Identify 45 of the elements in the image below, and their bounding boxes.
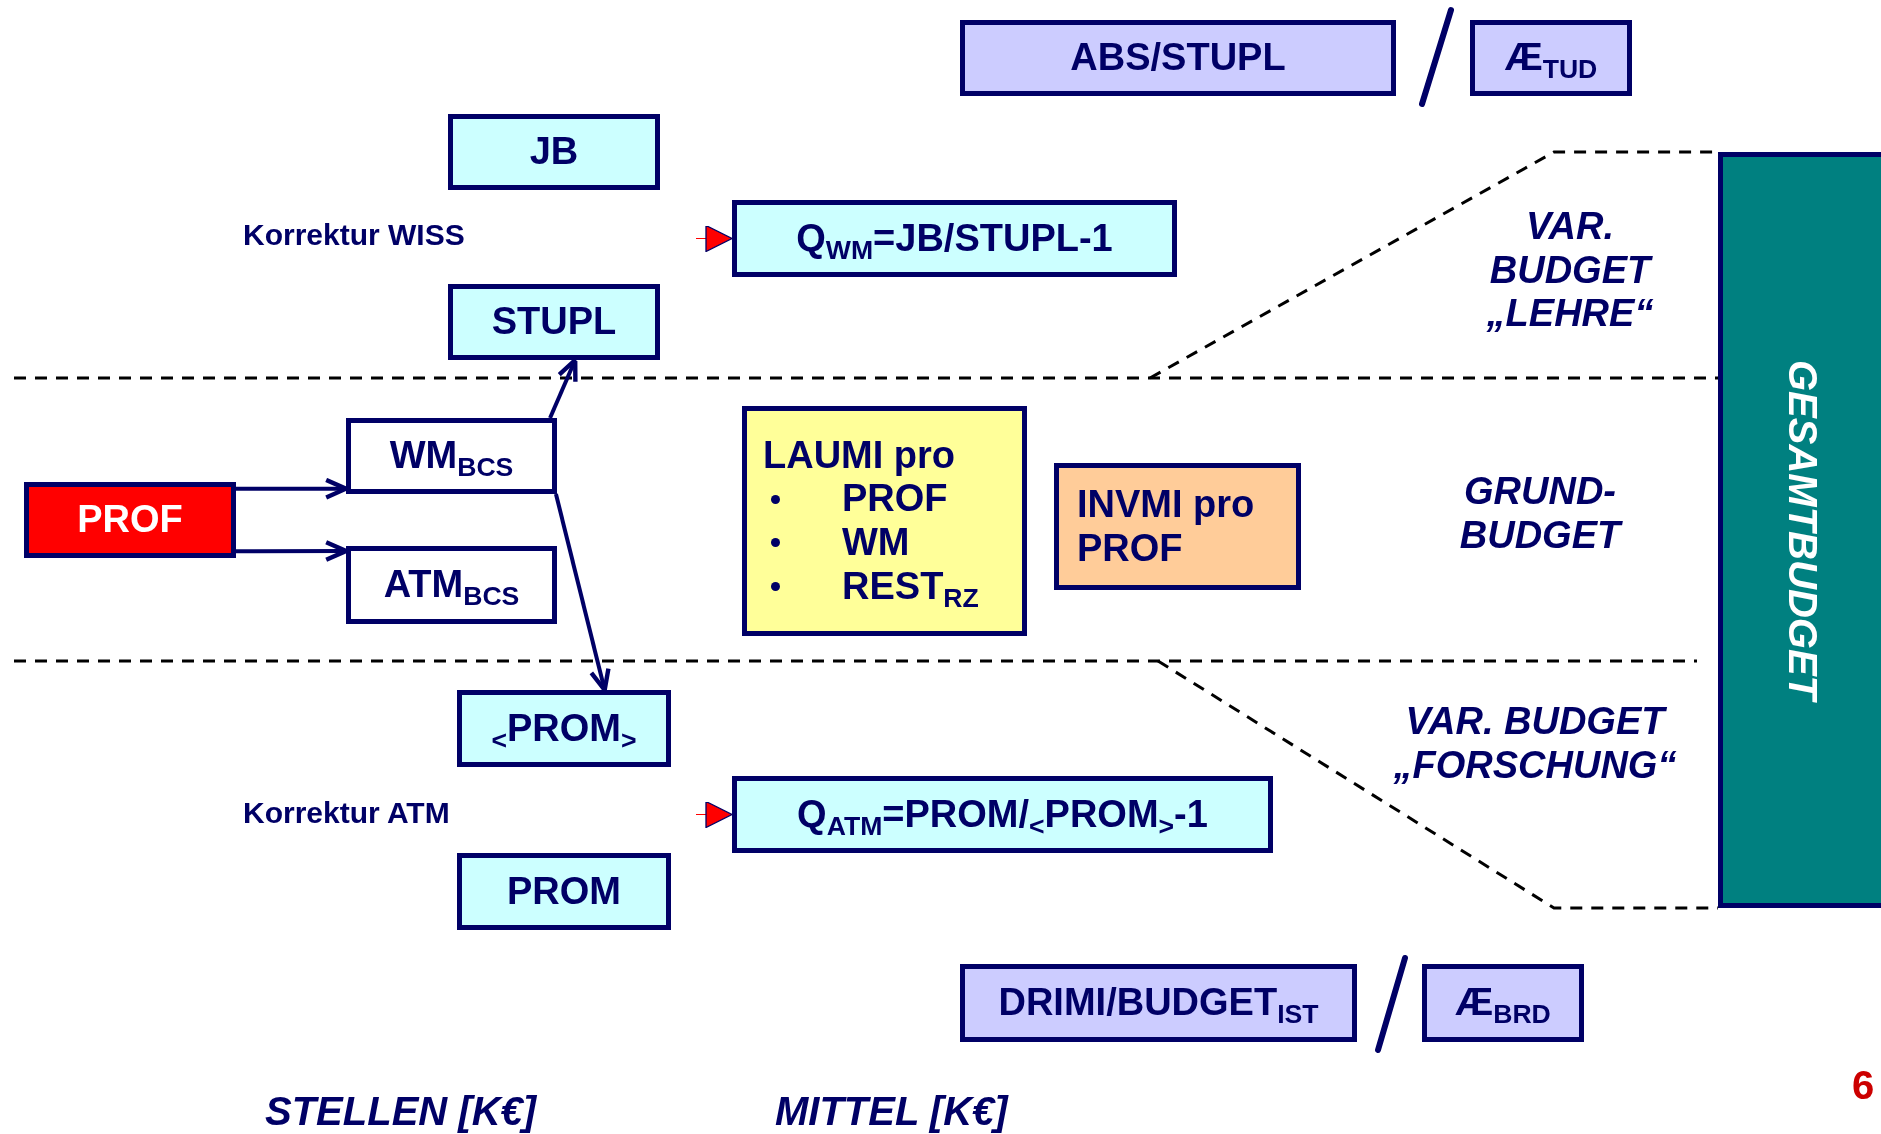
box-label: Æ$_{BRD}$ bbox=[1455, 981, 1551, 1025]
box-label: JB bbox=[529, 130, 579, 174]
process-box bbox=[448, 284, 660, 360]
box-label: INVMI pro PROF bbox=[1077, 482, 1256, 571]
list-item: PROF bbox=[842, 477, 948, 521]
pointer-arrow bbox=[695, 800, 733, 829]
text-label: Korrektur WISS bbox=[243, 218, 466, 253]
box-label: Æ$_{TUD}$ bbox=[1504, 36, 1598, 80]
process-box bbox=[1422, 964, 1584, 1042]
box-label: WM$_{BCS}$ bbox=[389, 434, 514, 478]
pointer-arrow bbox=[695, 224, 733, 253]
text-label: VAR. BUDGET „FORSCHUNG“ bbox=[1392, 700, 1678, 788]
process-box bbox=[732, 776, 1273, 853]
box-label: $_{<}$PROM$_{>}$ bbox=[491, 706, 637, 751]
box-label: ABS/STUPL bbox=[1070, 36, 1286, 80]
process-box bbox=[448, 114, 660, 190]
box-label: STUPL bbox=[491, 300, 617, 344]
note-box bbox=[1054, 463, 1301, 590]
process-box bbox=[346, 546, 557, 624]
text-label: VAR. BUDGET „LEHRE“ bbox=[1485, 205, 1655, 337]
process-box bbox=[1470, 20, 1632, 96]
list-box bbox=[742, 406, 1027, 636]
process-box bbox=[346, 418, 557, 494]
text-label: MITTEL [K€] bbox=[775, 1088, 1010, 1134]
process-box bbox=[457, 690, 671, 767]
box-label: Q$_{WM}$=JB/STUPL-1 bbox=[796, 216, 1113, 261]
box-label: ATM$_{BCS}$ bbox=[383, 563, 520, 607]
process-box bbox=[960, 964, 1357, 1042]
process-box bbox=[457, 853, 671, 930]
process-box bbox=[960, 20, 1396, 96]
list-item: WM bbox=[842, 521, 910, 565]
total-bar bbox=[1718, 152, 1881, 908]
text-label: GRUND-BUDGET bbox=[1458, 470, 1624, 558]
box-heading: LAUMI pro bbox=[763, 433, 956, 478]
list-item: REST$_{RZ}$ bbox=[842, 564, 979, 609]
text-label: Korrektur ATM bbox=[243, 796, 451, 831]
box-label: DRIMI/BUDGET$_{IST}$ bbox=[998, 981, 1319, 1025]
page-number: 6 bbox=[1852, 1062, 1876, 1108]
text-label: STELLEN [K€] bbox=[265, 1088, 538, 1134]
box-label: PROF bbox=[77, 498, 183, 542]
highlight-box bbox=[24, 482, 236, 558]
box-label: PROM bbox=[507, 869, 621, 914]
box-label: Q$_{ATM}$=PROM/$_{<}$PROM$_{>}$-1 bbox=[797, 792, 1208, 837]
process-box bbox=[732, 200, 1177, 277]
vertical-label: GESAMTBUDGET bbox=[1780, 360, 1826, 700]
